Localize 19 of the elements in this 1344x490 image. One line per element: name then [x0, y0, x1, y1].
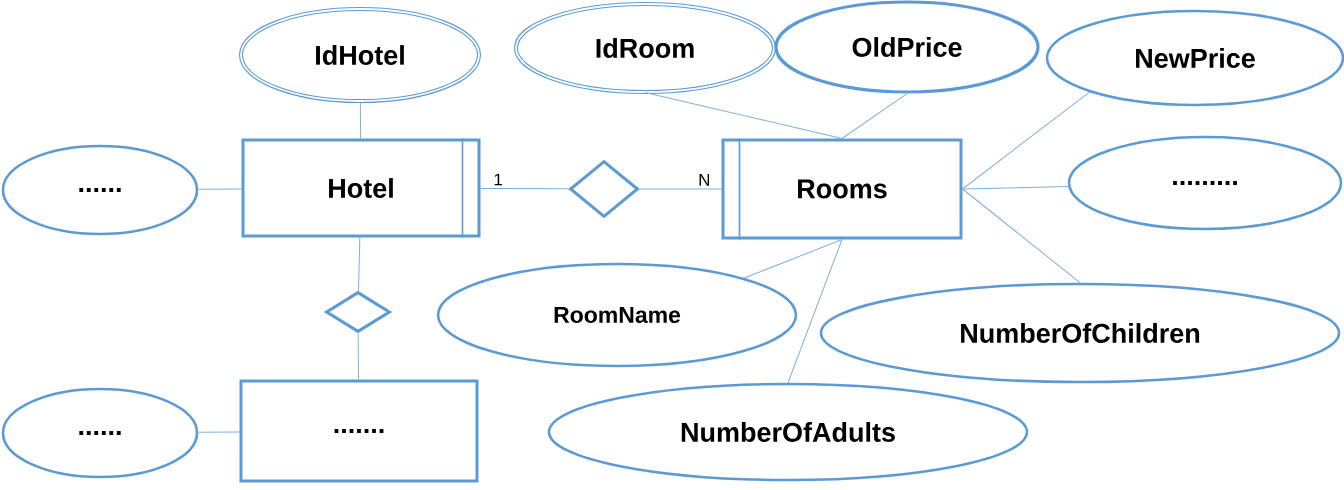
- connector-line: [197, 431, 240, 433]
- connector-line: [480, 188, 570, 190]
- entity-box: Rooms: [721, 137, 963, 241]
- connector-line: [197, 188, 242, 190]
- connector-line: [841, 93, 908, 139]
- entity-box: .......: [239, 379, 479, 483]
- connector-line: [358, 237, 361, 292]
- entity-box: Hotel: [241, 137, 481, 239]
- connector-line: [962, 185, 1069, 190]
- connector-line: [357, 332, 360, 380]
- connector-line: [962, 91, 1090, 190]
- cardinality-label: N: [699, 174, 710, 186]
- connector-line: [787, 239, 843, 384]
- cardinality-label: 1: [494, 173, 503, 186]
- connector-line: [644, 92, 843, 139]
- connector-line: [962, 188, 1081, 284]
- connector-line: [639, 188, 722, 190]
- connector-line: [744, 239, 843, 279]
- connector-line: [359, 101, 362, 139]
